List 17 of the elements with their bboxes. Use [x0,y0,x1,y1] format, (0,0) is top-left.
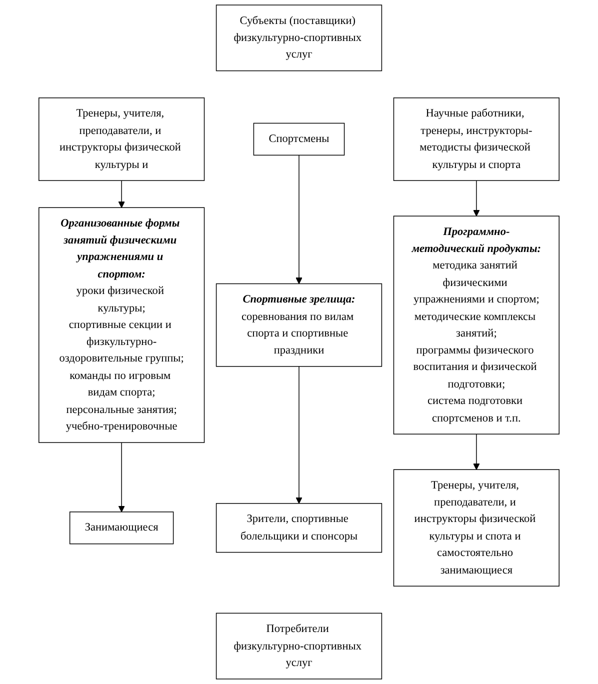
node-box: Тренеры, учителя, преподаватели, и инструкторы физической культуры и спота и самостоятельно занимающиеся [393,469,560,587]
arrow [118,180,125,208]
arrow [296,366,302,504]
node-box: Организованные формы занятий физическими упражнениями и спортом: уроки физической культуры; спортивные секции и физкультурно-оздоровительные группы; команды по игровым видам спорта; персональные занятия; учебно-тренировочные [38,207,205,443]
arrow [118,442,125,512]
node-box: Спортсмены [253,122,345,156]
node-box: Субъекты (поставщики) физкультурно-спортивных услуг [216,4,382,72]
arrow [473,180,480,216]
node-box: Научные работники, тренеры, инструкторы-методисты физической культуры и спорта [393,97,560,181]
node-box: Тренеры, учителя, преподаватели, и инструкторы физической культуры и [38,97,205,181]
arrow [473,434,480,470]
node-box: Спортивные зрелища: соревнования по вилам спорта и спортивные праздники [216,283,382,367]
arrow [296,154,302,284]
node-box: Потребители физкультурно-спортивных услуг [216,612,382,680]
node-box: Зрители, спортивные болельщики и спонсоры [216,503,382,553]
node-box: Занимающиеся [69,512,174,544]
node-box: Программно-методический продукты: методика занятий физическими упражнениями и спортом; методические комплексы занятий; программы физического воспитания и физической подготовки; система подготовки спортсменов и т.п. [393,216,560,434]
